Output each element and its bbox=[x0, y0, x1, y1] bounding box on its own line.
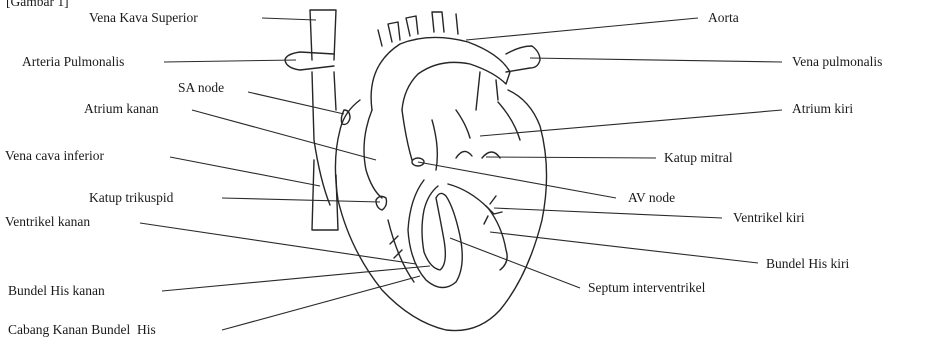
left-atrium-wall bbox=[456, 102, 520, 140]
leader-vena-pulmonalis bbox=[530, 58, 782, 62]
label-atrium-kiri: Atrium kiri bbox=[792, 101, 853, 116]
inferior-vena-cava-shape bbox=[312, 160, 338, 230]
leader-arteria-pulmonalis bbox=[164, 60, 296, 62]
label-ventrikel-kiri: Ventrikel kiri bbox=[733, 210, 805, 225]
pulmonary-artery-shape bbox=[285, 52, 334, 70]
leader-septum-interventrikel bbox=[450, 238, 580, 288]
leader-vena-cava-inferior bbox=[170, 157, 320, 186]
figure-heading: [Gambar 1] bbox=[6, 0, 69, 9]
leader-aorta bbox=[466, 18, 698, 40]
ventricular-septum-shape bbox=[408, 180, 462, 288]
leader-ventrikel-kiri bbox=[494, 208, 722, 218]
label-atrium-kanan: Atrium kanan bbox=[84, 101, 159, 116]
label-katup-trikuspid: Katup trikuspid bbox=[89, 190, 174, 205]
label-vena-kava-superior: Vena Kava Superior bbox=[89, 10, 198, 25]
label-cabang-kanan-bundel-his: Cabang Kanan Bundel His bbox=[8, 322, 156, 337]
tricuspid-valve-shape bbox=[376, 196, 387, 210]
leader-cabang-kanan-bundel-his bbox=[222, 276, 420, 330]
leader-av-node bbox=[418, 162, 616, 198]
leader-sa-node bbox=[248, 92, 344, 114]
aortic-branches bbox=[378, 12, 458, 46]
interatrial-septum bbox=[402, 110, 437, 170]
leader-vena-kava-superior bbox=[262, 18, 316, 20]
label-ventrikel-kanan: Ventrikel kanan bbox=[5, 214, 90, 229]
leader-atrium-kiri bbox=[480, 110, 782, 136]
aortic-arch-shape bbox=[371, 37, 510, 110]
heart-illustration bbox=[285, 10, 547, 331]
leader-bundel-his-kanan bbox=[162, 266, 430, 291]
label-aorta: Aorta bbox=[708, 10, 739, 25]
pulmonary-vein-shape bbox=[506, 46, 540, 72]
leader-atrium-kanan bbox=[192, 110, 376, 160]
label-katup-mitral: Katup mitral bbox=[664, 150, 733, 165]
label-vena-cava-inferior: Vena cava inferior bbox=[5, 148, 104, 163]
descending-aorta bbox=[476, 72, 498, 110]
leader-ventrikel-kanan bbox=[140, 223, 416, 264]
label-vena-pulmonalis: Vena pulmonalis bbox=[792, 54, 882, 69]
label-sa-node: SA node bbox=[178, 80, 224, 95]
label-arteria-pulmonalis: Arteria Pulmonalis bbox=[22, 54, 124, 69]
leader-katup-mitral bbox=[486, 157, 656, 158]
label-septum-interventrikel: Septum interventrikel bbox=[588, 280, 706, 295]
leader-katup-trikuspid bbox=[222, 198, 380, 202]
label-bundel-his-kanan: Bundel His kanan bbox=[8, 283, 105, 298]
label-av-node: AV node bbox=[628, 190, 675, 205]
label-bundel-his-kiri: Bundel His kiri bbox=[766, 256, 849, 271]
right-atrium-wall bbox=[364, 110, 382, 198]
